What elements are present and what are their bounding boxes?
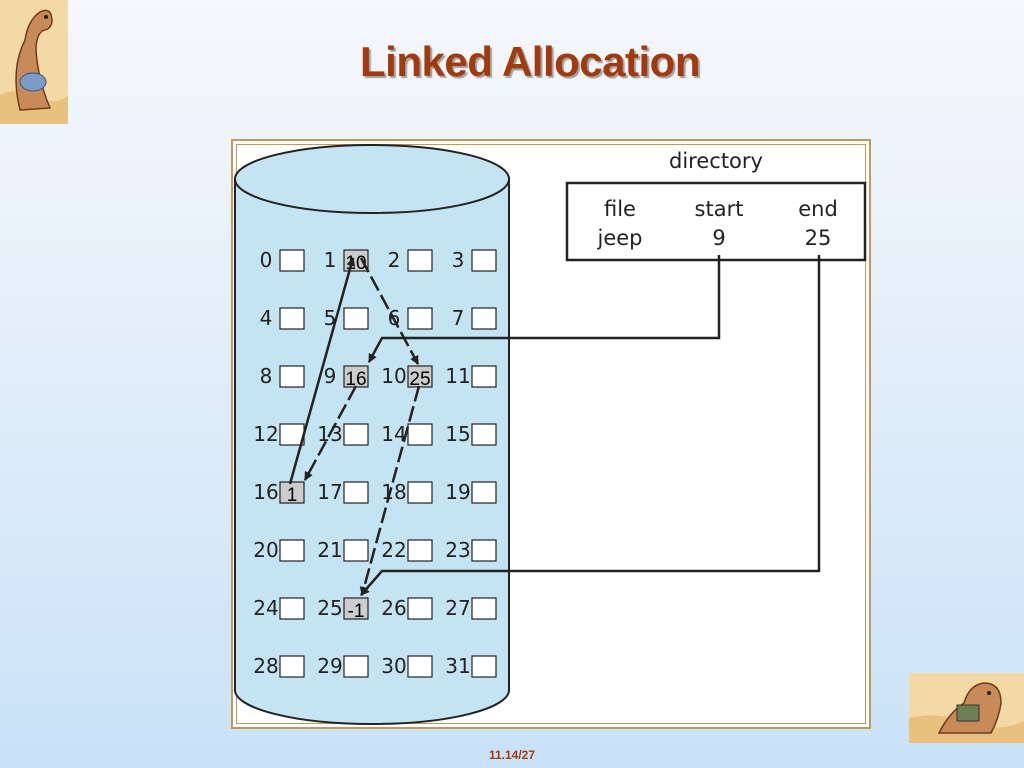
block-number-0: 0: [260, 248, 273, 272]
block-number-15: 15: [445, 422, 470, 446]
block-number-21: 21: [317, 538, 342, 562]
slide-title: Linked Allocation: [360, 38, 700, 85]
block-box-14: [407, 423, 433, 446]
block-box-29: [343, 655, 369, 678]
end-pointer-arrow: [360, 255, 821, 596]
link-arrow-9-to-16: [303, 385, 358, 481]
block-box-20: [279, 539, 305, 562]
block-box-24: [279, 597, 305, 620]
block-box-21: [343, 539, 369, 562]
directory-cell-start: 9: [712, 226, 725, 250]
block-number-12: 12: [253, 422, 278, 446]
block-pointer-value-16: 1: [287, 485, 298, 506]
directory-header-start: start: [695, 197, 744, 221]
block-pointer-value-25: -1: [348, 601, 365, 622]
block-box-17: [343, 481, 369, 504]
directory-header-end: end: [798, 197, 838, 221]
block-number-22: 22: [381, 538, 406, 562]
block-box-3: [471, 249, 497, 272]
block-box-5: [343, 307, 369, 330]
directory-header-file: file: [604, 197, 636, 221]
block-box-4: [279, 307, 305, 330]
block-number-7: 7: [452, 306, 465, 330]
block-number-30: 30: [381, 654, 406, 678]
block-box-7: [471, 307, 497, 330]
block-number-11: 11: [445, 364, 470, 388]
block-box-2: [407, 249, 433, 272]
block-box-25: [343, 597, 369, 620]
block-number-2: 2: [388, 248, 401, 272]
block-number-1: 1: [324, 248, 337, 272]
block-box-12: [279, 423, 305, 446]
directory-cell-file: jeep: [596, 226, 642, 250]
block-number-4: 4: [260, 306, 273, 330]
block-number-9: 9: [324, 364, 337, 388]
block-box-16: [279, 481, 305, 504]
block-number-28: 28: [253, 654, 278, 678]
block-box-8: [279, 365, 305, 388]
block-box-23: [471, 539, 497, 562]
block-number-20: 20: [253, 538, 278, 562]
block-box-27: [471, 597, 497, 620]
dinosaur-mascot-top-left: [0, 0, 68, 124]
block-number-27: 27: [445, 596, 470, 620]
block-number-31: 31: [445, 654, 470, 678]
directory-title: directory: [669, 149, 763, 173]
block-number-8: 8: [260, 364, 273, 388]
block-number-17: 17: [317, 480, 342, 504]
link-arrow-10-to-25: [359, 385, 421, 596]
block-box-19: [471, 481, 497, 504]
block-box-18: [407, 481, 433, 504]
directory-box: [565, 181, 867, 262]
dinosaur-mascot-bottom-right: [909, 673, 1024, 743]
block-number-24: 24: [253, 596, 278, 620]
block-box-13: [343, 423, 369, 446]
block-number-19: 19: [445, 480, 470, 504]
block-number-14: 14: [381, 422, 406, 446]
directory-table: directory file start end jeep 9 25: [565, 149, 867, 262]
block-pointer-value-9: 16: [345, 369, 366, 390]
block-box-26: [407, 597, 433, 620]
directory-cell-end: 25: [805, 226, 832, 250]
block-number-5: 5: [324, 306, 337, 330]
block-number-23: 23: [445, 538, 470, 562]
block-number-18: 18: [381, 480, 406, 504]
block-number-26: 26: [381, 596, 406, 620]
block-number-10: 10: [381, 364, 406, 388]
block-number-25: 25: [317, 596, 342, 620]
block-box-0: [279, 249, 305, 272]
block-box-6: [407, 307, 433, 330]
block-number-3: 3: [452, 248, 465, 272]
block-pointer-value-10: 25: [409, 369, 430, 390]
block-box-28: [279, 655, 305, 678]
block-box-15: [471, 423, 497, 446]
block-box-22: [407, 539, 433, 562]
start-pointer-arrow: [367, 255, 721, 363]
slide-page-number: 11.14/27: [488, 748, 536, 762]
block-box-30: [407, 655, 433, 678]
block-number-29: 29: [317, 654, 342, 678]
block-box-31: [471, 655, 497, 678]
block-number-16: 16: [253, 480, 278, 504]
block-box-11: [471, 365, 497, 388]
link-arrow-16-to-1: [288, 257, 356, 485]
